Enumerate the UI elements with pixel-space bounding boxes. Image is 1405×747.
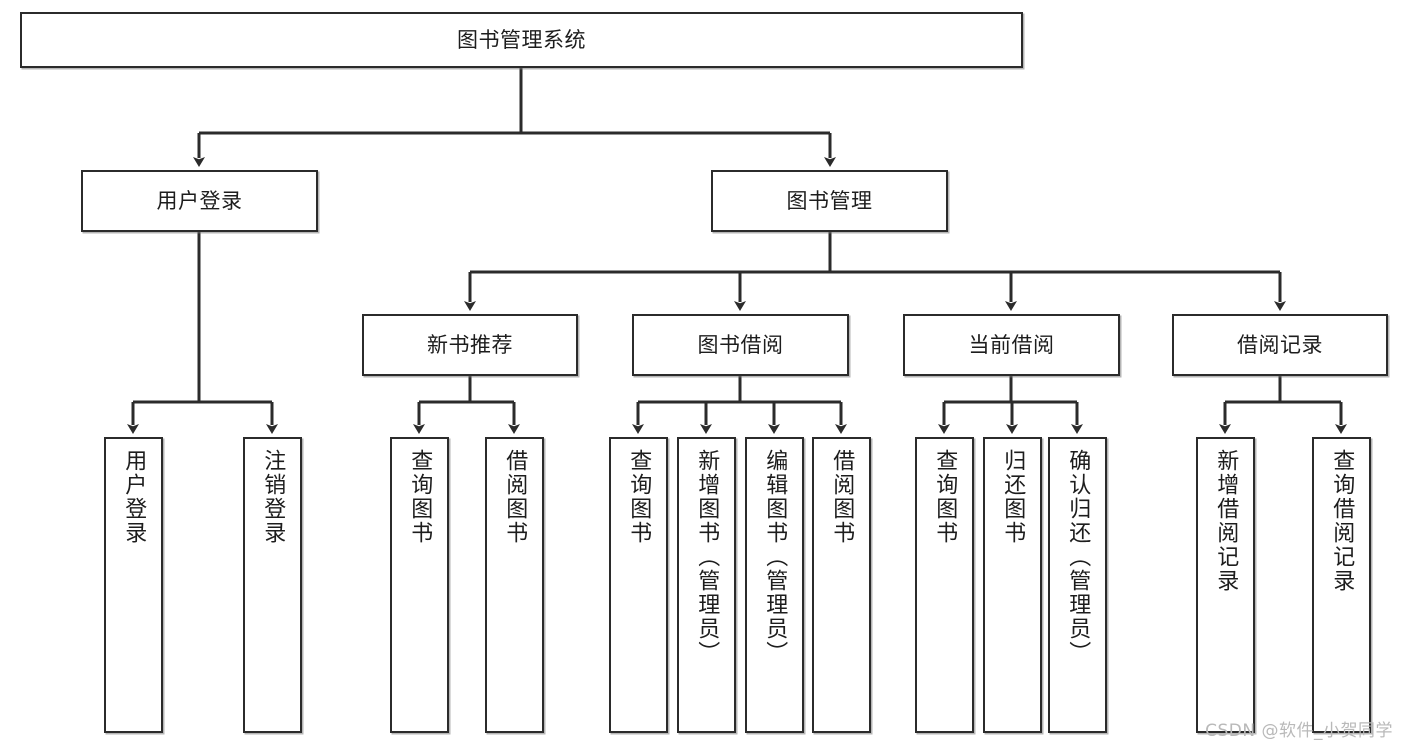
node-book-borrow[interactable]: 图书借阅 (632, 314, 849, 376)
leaf-book-borrow-2[interactable]: 编辑图书（管理员） (745, 437, 804, 733)
leaf-label: 借阅图书 (829, 449, 855, 545)
leaf-label: 查询图书 (932, 449, 958, 545)
leaf-borrow-record-1[interactable]: 查询借阅记录 (1312, 437, 1371, 733)
leaf-label: 借阅图书 (502, 449, 528, 545)
leaf-book-borrow-1[interactable]: 新增图书（管理员） (677, 437, 736, 733)
leaf-label: 查询借阅记录 (1329, 449, 1355, 593)
node-borrow-record-label: 借阅记录 (1237, 332, 1323, 357)
node-new-book-rec-label: 新书推荐 (427, 332, 513, 357)
node-borrow-record[interactable]: 借阅记录 (1172, 314, 1388, 376)
node-current-borrow[interactable]: 当前借阅 (903, 314, 1120, 376)
leaf-new-book-rec-0[interactable]: 查询图书 (390, 437, 449, 733)
leaf-current-borrow-1[interactable]: 归还图书 (983, 437, 1042, 733)
leaf-current-borrow-2[interactable]: 确认归还（管理员） (1048, 437, 1107, 733)
leaf-label: 新增借阅记录 (1213, 449, 1239, 593)
leaf-current-borrow-0[interactable]: 查询图书 (915, 437, 974, 733)
leaf-book-borrow-0[interactable]: 查询图书 (609, 437, 668, 733)
leaf-user-login-1[interactable]: 注销登录 (243, 437, 302, 733)
leaf-new-book-rec-1[interactable]: 借阅图书 (485, 437, 544, 733)
leaf-label: 查询图书 (407, 449, 433, 545)
leaf-user-login-0[interactable]: 用户登录 (104, 437, 163, 733)
leaf-label: 确认归还（管理员） (1065, 449, 1091, 665)
node-user-login[interactable]: 用户登录 (81, 170, 318, 232)
leaf-label: 查询图书 (626, 449, 652, 545)
node-book-manage[interactable]: 图书管理 (711, 170, 948, 232)
leaf-label: 编辑图书（管理员） (762, 449, 788, 665)
leaf-borrow-record-0[interactable]: 新增借阅记录 (1196, 437, 1255, 733)
node-book-manage-label: 图书管理 (786, 188, 873, 213)
node-root[interactable]: 图书管理系统 (20, 12, 1023, 68)
node-current-borrow-label: 当前借阅 (968, 332, 1055, 357)
leaf-book-borrow-3[interactable]: 借阅图书 (812, 437, 871, 733)
leaf-label: 注销登录 (260, 449, 286, 545)
leaf-label: 归还图书 (1000, 449, 1026, 545)
node-new-book-rec[interactable]: 新书推荐 (362, 314, 578, 376)
leaf-label: 用户登录 (121, 449, 147, 545)
node-root-label: 图书管理系统 (457, 27, 586, 52)
leaf-label: 新增图书（管理员） (694, 449, 720, 665)
node-user-login-label: 用户登录 (156, 188, 243, 213)
node-book-borrow-label: 图书借阅 (697, 332, 784, 357)
